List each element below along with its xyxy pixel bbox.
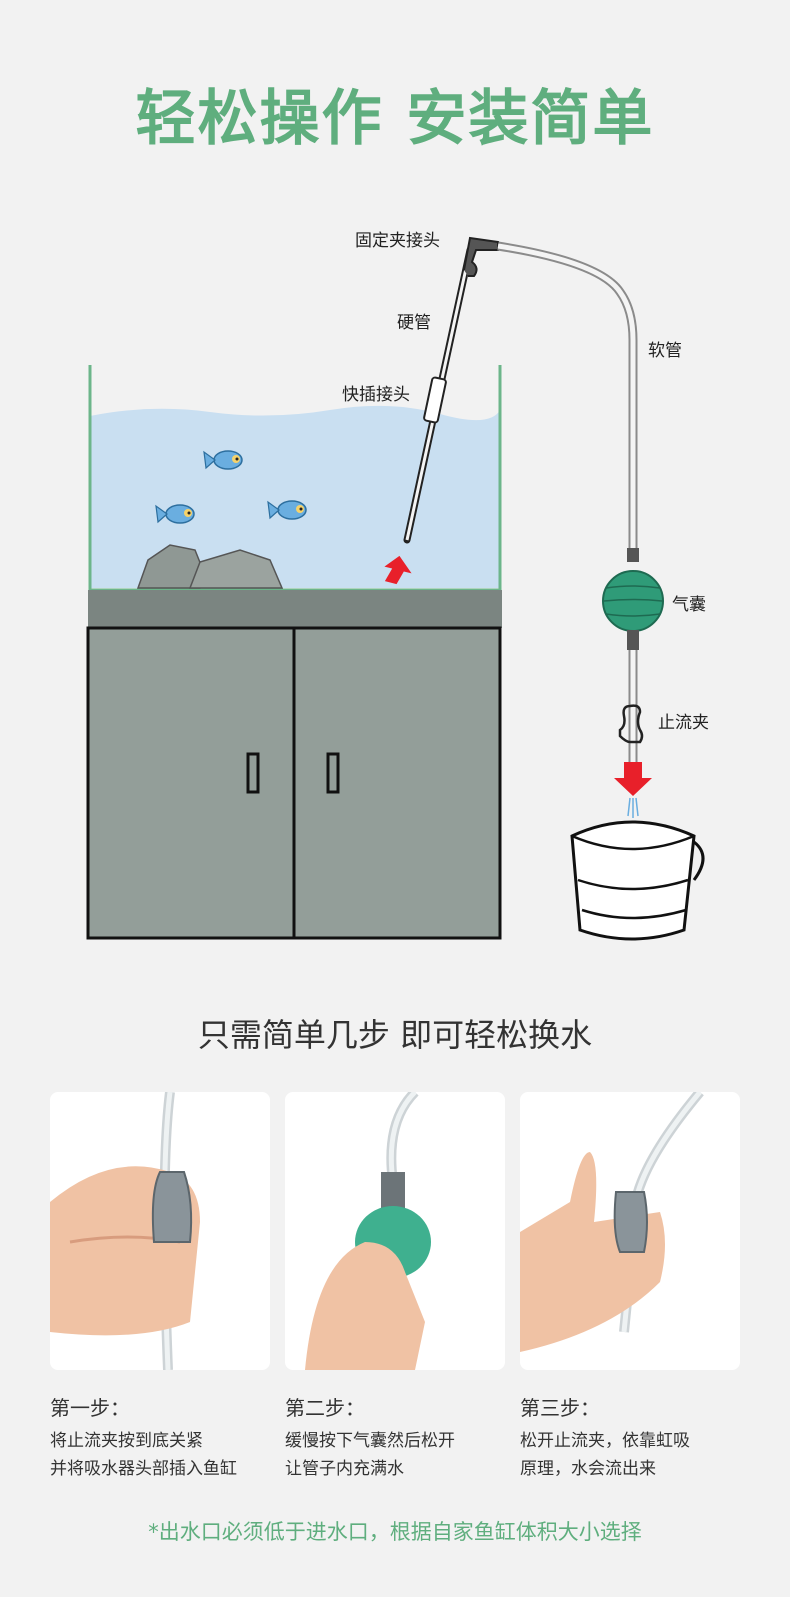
stop-clamp-icon xyxy=(618,704,644,744)
label-quick-connector: 快插接头 xyxy=(342,385,410,405)
step2-line1: 缓慢按下气囊然后松开 xyxy=(285,1431,455,1451)
fish-icon xyxy=(203,450,243,470)
quick-connector xyxy=(423,376,447,424)
cabinet-top xyxy=(88,590,502,628)
step2-photo xyxy=(285,1092,505,1370)
fish-icon xyxy=(155,504,195,524)
step1-line2: 并将吸水器头部插入鱼缸 xyxy=(50,1459,237,1479)
door-handle-icon xyxy=(246,752,260,794)
step2-title: 第二步： xyxy=(285,1396,365,1420)
label-clip-connector: 固定夹接头 xyxy=(355,231,440,251)
hand-bulb-illustration xyxy=(305,1092,431,1370)
step3-line2: 原理，水会流出来 xyxy=(520,1459,656,1479)
step3-photo xyxy=(520,1092,740,1370)
rock-icon xyxy=(188,549,284,589)
tank-water xyxy=(90,405,500,588)
label-bulb: 气囊 xyxy=(672,595,706,615)
step1-photo xyxy=(50,1092,270,1370)
step2-line2: 让管子内充满水 xyxy=(285,1459,404,1479)
fish-icon xyxy=(267,500,307,520)
label-stop-clamp: 止流夹 xyxy=(658,713,709,733)
page-title: 轻松操作 安装简单 xyxy=(135,84,655,154)
step3-line1: 松开止流夹，依靠虹吸 xyxy=(520,1431,690,1451)
siphon-diagram xyxy=(86,236,705,941)
footer-note: *出水口必须低于进水口，根据自家鱼缸体积大小选择 xyxy=(148,1520,642,1544)
label-hard-tube: 硬管 xyxy=(397,313,431,333)
step1-line1: 将止流夹按到底关紧 xyxy=(50,1431,203,1451)
label-soft-tube: 软管 xyxy=(648,341,682,361)
step3-title: 第三步： xyxy=(520,1396,600,1420)
hand-release-illustration xyxy=(520,1092,704,1352)
soft-tube xyxy=(497,241,638,548)
door-handle-icon xyxy=(326,752,340,794)
steps-subtitle: 只需简单几步 即可轻松换水 xyxy=(197,1016,593,1054)
clip-connector xyxy=(463,236,499,277)
down-arrow-icon xyxy=(614,762,652,796)
hand-clamp-illustration xyxy=(50,1092,200,1370)
step1-title: 第一步： xyxy=(50,1396,130,1420)
up-arrow-icon xyxy=(384,555,412,585)
bucket-icon xyxy=(570,820,696,941)
